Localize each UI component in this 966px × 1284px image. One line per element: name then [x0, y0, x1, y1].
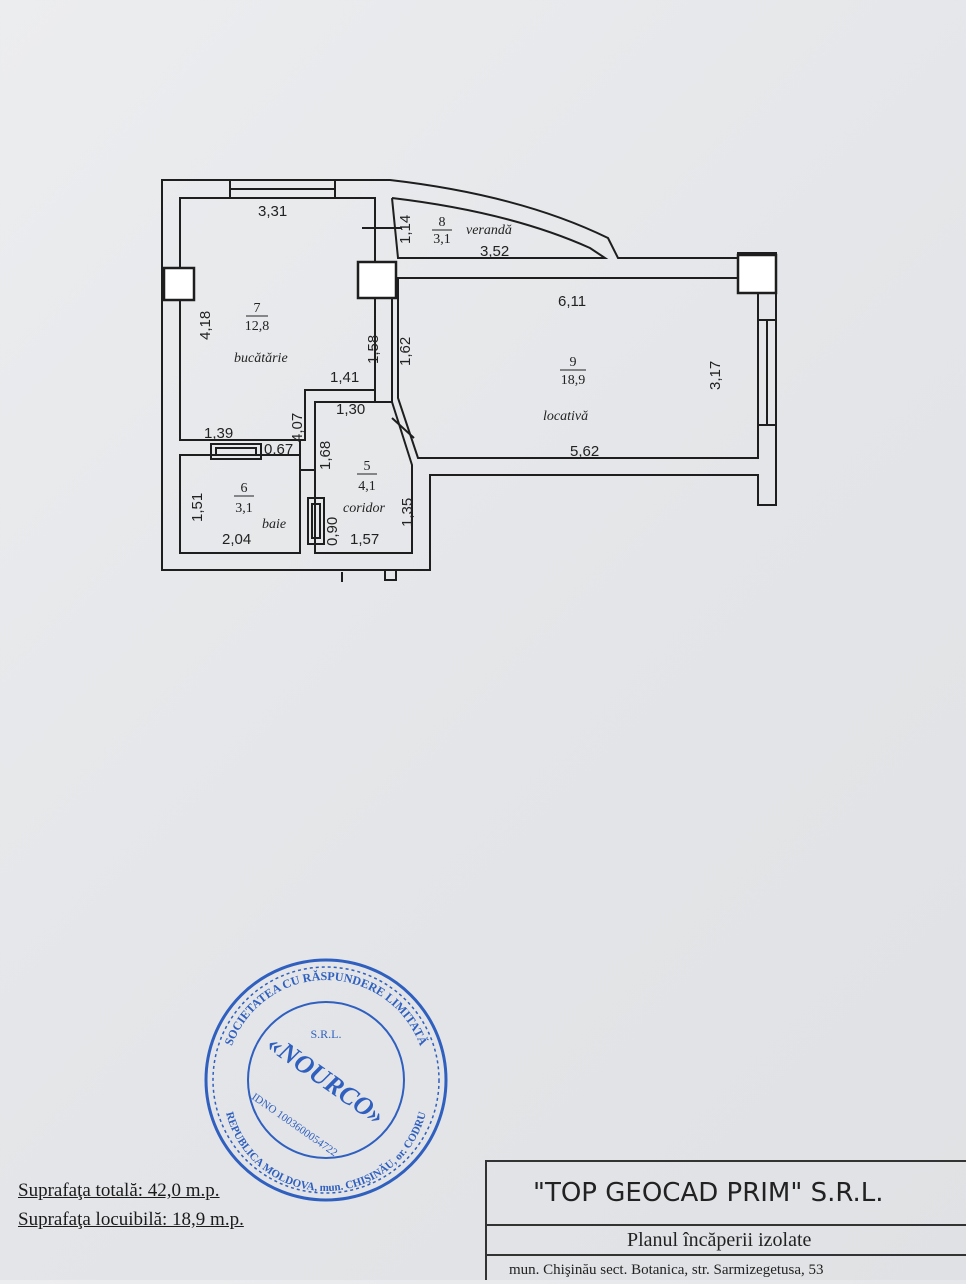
vent-duct-inner [215, 447, 257, 456]
room-area: 4,1 [358, 479, 376, 494]
title-block: "TOP GEOCAD PRIM" S.R.L. Planul încăperi… [485, 1160, 966, 1280]
plan-title: Planul încăperii izolate [487, 1226, 966, 1256]
vent-duct-inner [311, 503, 321, 539]
dimension-label: 1,58 [365, 335, 382, 364]
dimension-label: 0,67 [264, 441, 293, 458]
room-area: 18,9 [561, 373, 586, 388]
dimension-label: 3,52 [480, 243, 509, 260]
dimension-label: 1,57 [350, 531, 379, 548]
room-area: 3,1 [235, 501, 253, 516]
room-name: verandă [466, 223, 512, 238]
total-area: Suprafaţa totală: 42,0 m.p. [18, 1180, 220, 1201]
dimension-label: 5,62 [570, 443, 599, 460]
wall-inner-living [397, 277, 759, 459]
room-area: 12,8 [245, 319, 270, 334]
room-name: coridor [343, 501, 386, 516]
dimension-label: 2,04 [222, 531, 251, 548]
dimension-label: 1,68 [317, 441, 334, 470]
room-number: 7 [254, 301, 261, 316]
surveyor-company: "TOP GEOCAD PRIM" S.R.L. [487, 1162, 966, 1226]
room-number: 6 [241, 481, 248, 496]
stamp-inner-top: S.R.L. [310, 1027, 341, 1041]
dimension-label: 1,35 [399, 498, 416, 527]
dimension-label: 3,17 [707, 361, 724, 390]
column [356, 260, 398, 300]
dimension-label: 6,11 [558, 293, 586, 310]
room-name: bucătărie [234, 351, 288, 366]
dimension-label: 1,51 [189, 493, 206, 522]
dimension-label: 1,30 [336, 401, 365, 418]
dimension-label: 1,39 [204, 425, 233, 442]
room-name: locativă [543, 409, 588, 424]
room-name: baie [262, 517, 286, 532]
dimension-label: 3,31 [258, 203, 287, 220]
veranda-outline [391, 197, 609, 259]
column [162, 266, 196, 302]
vent-duct [307, 497, 325, 545]
dimension-label: 1,41 [330, 369, 359, 386]
living-area: Suprafaţa locuibilă: 18,9 m.p. [18, 1209, 244, 1230]
company-stamp: SOCIETATEA CU RĂSPUNDERE LIMITATĂ REPUBL… [204, 958, 448, 1202]
dimension-label: 4,18 [197, 311, 214, 340]
room-number: 9 [570, 355, 577, 370]
property-address: mun. Chişinău sect. Botanica, str. Sarmi… [509, 1262, 824, 1278]
vent-duct [210, 443, 262, 460]
dimension-label: 4,07 [289, 413, 306, 442]
room-area: 3,1 [433, 232, 451, 247]
room-number: 8 [439, 215, 446, 230]
dimension-label: 1,14 [397, 215, 414, 244]
room-number: 5 [364, 459, 371, 474]
wall-outline [161, 179, 777, 571]
area-summary: Suprafaţa totală: 42,0 m.p. Suprafaţa lo… [18, 1176, 244, 1234]
dimension-label: 1,62 [397, 337, 414, 366]
wall-inner-corridor [314, 401, 413, 554]
dimension-label: 0,90 [324, 517, 341, 546]
door-mark [300, 227, 415, 582]
column [736, 253, 778, 295]
